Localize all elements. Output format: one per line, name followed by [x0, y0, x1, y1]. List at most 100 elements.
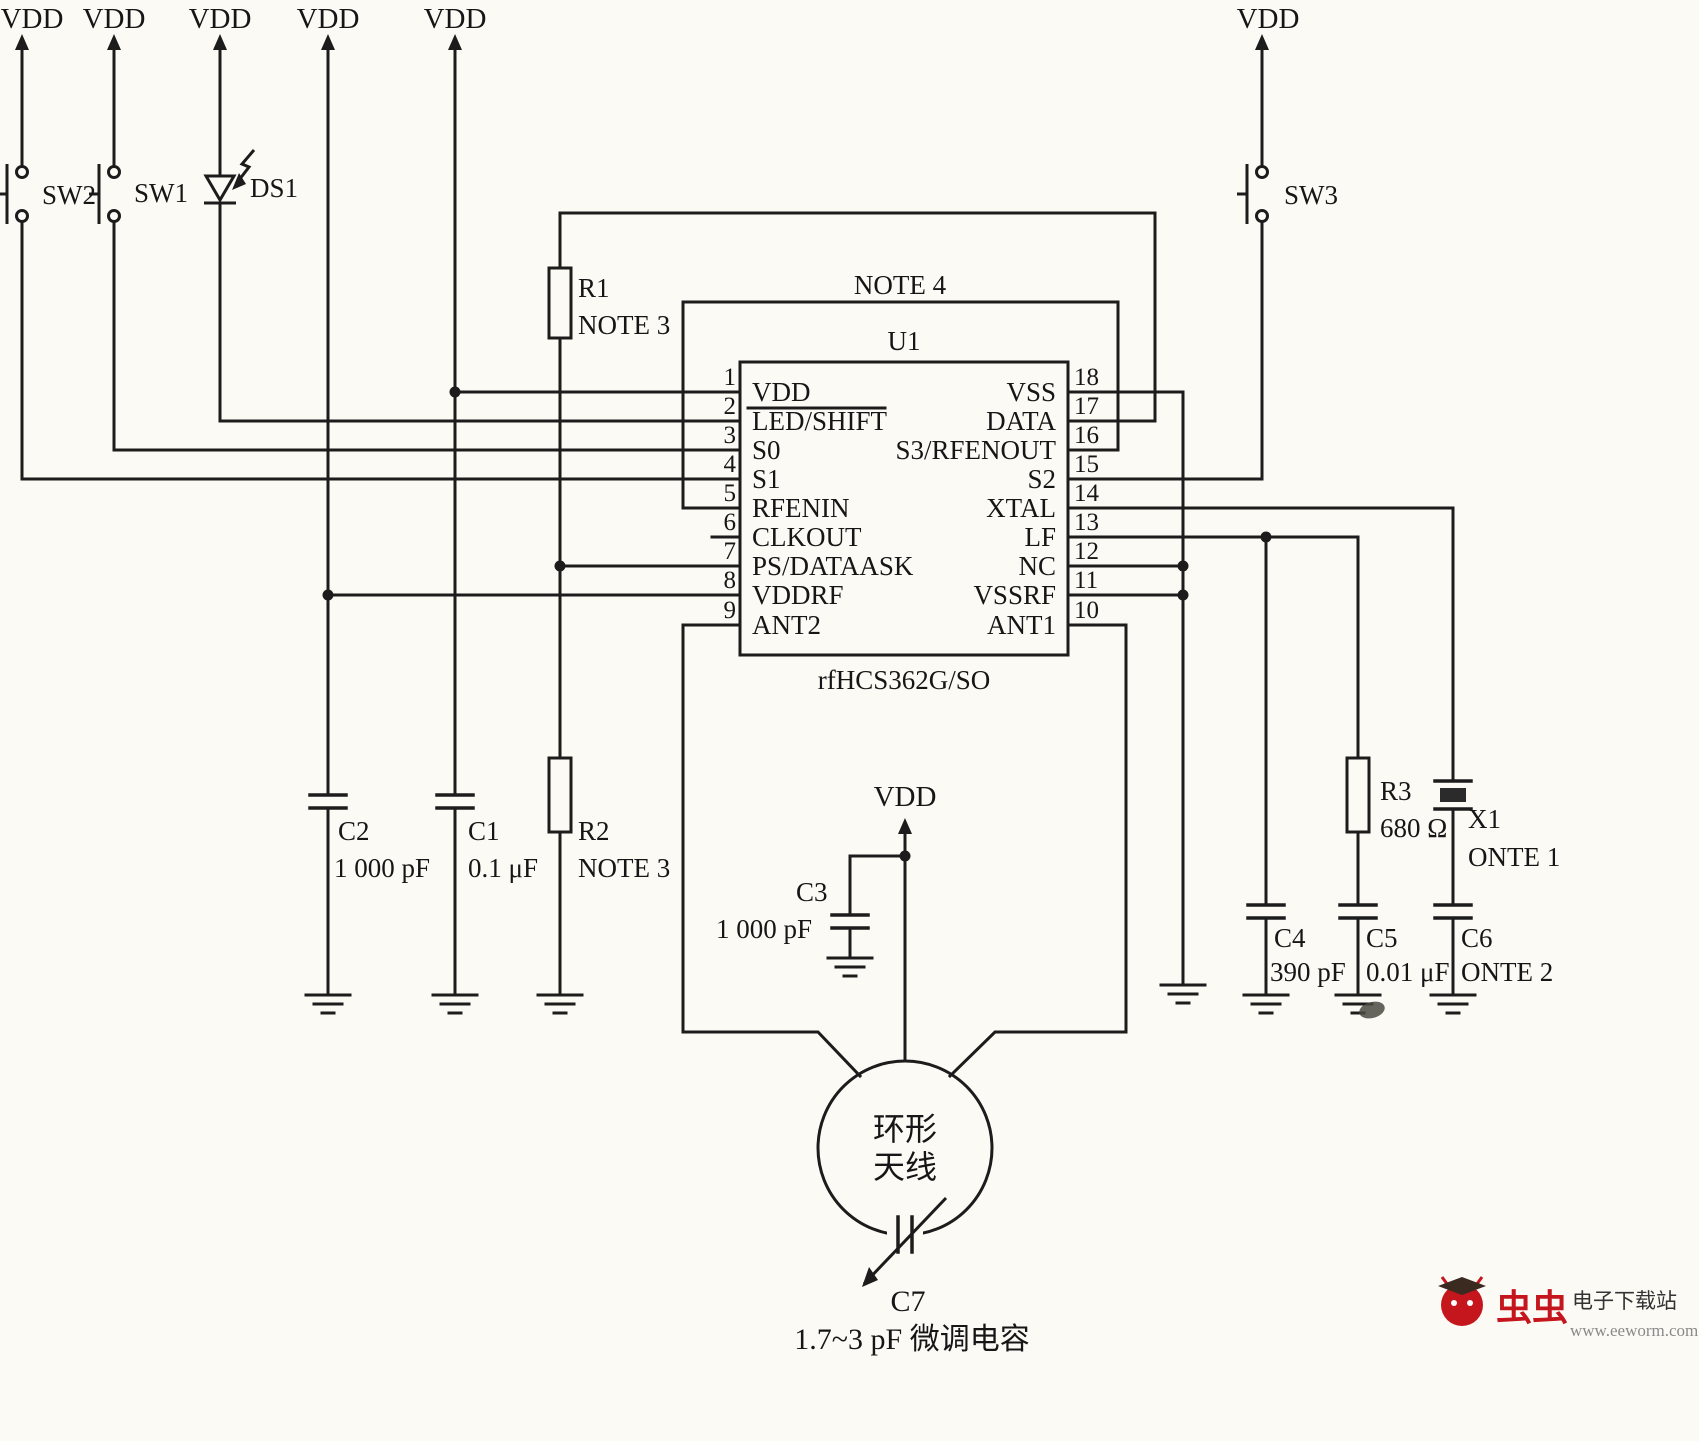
ic-outline — [738, 360, 1070, 657]
switch-contact — [1255, 165, 1269, 179]
watermark-logo — [1438, 1276, 1486, 1326]
pin-name: VSSRF — [973, 580, 1056, 610]
capacitor-value: 0.01 μF — [1366, 957, 1450, 987]
ink-smudge — [1359, 1001, 1385, 1019]
junction-dot — [449, 386, 461, 398]
pin-name: VDD — [752, 377, 811, 407]
pin-name: NC — [1018, 551, 1056, 581]
led-ds1 — [203, 149, 256, 205]
ground-icon — [431, 993, 479, 1015]
wire-note4-loop — [681, 300, 1120, 510]
pin-name: VSS — [1006, 377, 1056, 407]
watermark-brand: 虫虫 — [1496, 1288, 1568, 1328]
pin-number: 14 — [1074, 480, 1100, 507]
labels: VDD VDD VDD VDD VDD VDD VDD SW2 SW1 SW3 … — [1, 3, 1561, 1356]
junction-dot — [1177, 589, 1189, 601]
resistor-value: NOTE 3 — [578, 853, 670, 883]
cap-c1-plates — [435, 793, 475, 810]
pin-number: 18 — [1074, 364, 1099, 391]
wire-c3-branch — [848, 854, 907, 917]
pin-name: S2 — [1027, 464, 1056, 494]
pin-number: 7 — [724, 538, 737, 565]
pin-number: 1 — [724, 364, 737, 391]
trimmer-arrow — [862, 1196, 948, 1286]
capacitor-label: C1 — [468, 816, 500, 846]
resistor-label: R3 — [1380, 776, 1412, 806]
wire-r1-to-data — [558, 211, 1157, 423]
switch-label: SW2 — [42, 180, 96, 210]
pin-number: 8 — [724, 567, 737, 594]
pin-number: 2 — [724, 393, 737, 420]
junction-dot — [322, 589, 334, 601]
pin-number: 5 — [724, 480, 737, 507]
watermark: 虫虫 电子下载站 www.eeworm.com — [1438, 1276, 1698, 1340]
wire-s2-to-sw3 — [1066, 220, 1264, 481]
junction-dot — [1260, 531, 1272, 543]
vdd-arrow-icon — [448, 34, 462, 50]
wires — [20, 48, 1455, 1079]
crystal-value: ONTE 1 — [1468, 842, 1560, 872]
pin-name: LF — [1024, 522, 1056, 552]
switch-contact — [15, 209, 29, 223]
cap-c2-plates — [308, 793, 348, 810]
vdd-arrow-icon — [1255, 34, 1269, 50]
pin-name: S0 — [752, 435, 781, 465]
pin-name: ANT1 — [987, 610, 1056, 640]
pin-name: XTAL — [986, 493, 1056, 523]
watermark-url: www.eeworm.com — [1570, 1321, 1698, 1340]
logo-eye — [1451, 1300, 1457, 1306]
ic-part-number: rfHCS362G/SO — [818, 665, 991, 695]
cap-c6-plates — [1433, 903, 1473, 920]
capacitor-label: C4 — [1274, 923, 1306, 953]
pin-name: S1 — [752, 464, 781, 494]
junction-dot — [554, 560, 566, 572]
logo-cap — [1438, 1277, 1486, 1295]
crystal-body — [1440, 788, 1466, 802]
pin-number: 13 — [1074, 509, 1099, 536]
resistors — [547, 266, 1371, 834]
pin-name: CLKOUT — [752, 522, 862, 552]
pin-number: 15 — [1074, 451, 1099, 478]
pin-number: 6 — [724, 509, 737, 536]
vdd-label: VDD — [1237, 3, 1300, 35]
ground-icon — [1159, 983, 1207, 1005]
antenna-label: 天线 — [873, 1149, 937, 1185]
cap-c5-plates — [1338, 903, 1378, 920]
capacitor-label: C6 — [1461, 923, 1493, 953]
pin-number: 17 — [1074, 393, 1099, 420]
switch-sw3 — [1237, 164, 1269, 224]
wire-vss-to-ground — [1066, 390, 1185, 987]
junction-dot — [899, 850, 911, 862]
pin-name: ANT2 — [752, 610, 821, 640]
loop-antenna: 环形 天线 — [816, 1059, 994, 1287]
switch-sw2 — [0, 164, 29, 224]
pin-number: 12 — [1074, 538, 1099, 565]
ground-icon — [536, 993, 584, 1015]
pin-name: VDDRF — [752, 580, 844, 610]
capacitor-label: C7 — [890, 1285, 925, 1318]
pin-name: RFENIN — [752, 493, 850, 523]
resistor-value: 680 Ω — [1380, 813, 1447, 843]
capacitor-label: C5 — [1366, 923, 1398, 953]
ic-u1: VDD LED/SHIFT S0 S1 RFENIN CLKOUT PS/DAT… — [724, 270, 1100, 695]
junction-dot — [1177, 560, 1189, 572]
ground-icon — [1429, 993, 1477, 1015]
ground-icon — [1242, 993, 1290, 1015]
ground-icon — [304, 993, 352, 1015]
resistor-value: NOTE 3 — [578, 310, 670, 340]
capacitor-label: C2 — [338, 816, 370, 846]
capacitor-value: 0.1 μF — [468, 853, 538, 883]
capacitor-value: ONTE 2 — [1461, 957, 1553, 987]
vdd-label: VDD — [424, 3, 487, 35]
pin-number: 11 — [1074, 567, 1098, 594]
capacitor-value: 390 pF — [1270, 957, 1346, 987]
capacitor-value: 1 000 pF — [716, 914, 812, 944]
vdd-label: VDD — [83, 3, 146, 35]
ic-designator: U1 — [888, 326, 921, 356]
pin-number: 4 — [724, 451, 737, 478]
resistor-r1-body — [547, 266, 573, 340]
switch-contact — [107, 165, 121, 179]
vdd-arrow-icon — [321, 34, 335, 50]
